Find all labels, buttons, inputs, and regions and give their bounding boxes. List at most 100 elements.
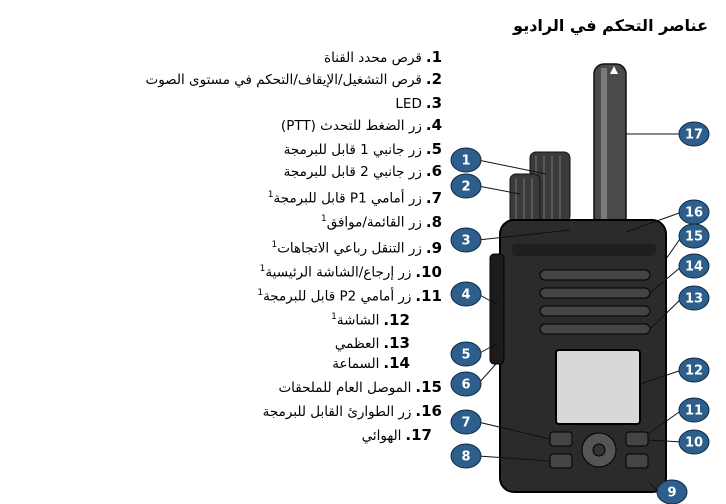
callout-number: 13 — [685, 292, 703, 307]
callout-marker: 17 — [678, 121, 710, 147]
callout-number: 7 — [461, 416, 470, 431]
control-number: 1. — [425, 48, 442, 66]
control-label: زر أمامي P2 قابل للبرمجة — [263, 288, 412, 305]
control-label: الشاشة — [336, 312, 380, 329]
callout-line — [625, 211, 683, 233]
callout-line — [477, 363, 497, 385]
footnote-marker: 1 — [320, 214, 327, 224]
control-item: 2.قرص التشغيل/الإيقاف/التحكم في مستوى ال… — [145, 70, 442, 89]
control-label: زر الضغط للتحدث (PTT) — [280, 118, 422, 134]
page-title: عناصر التحكم في الراديو — [513, 16, 708, 35]
control-number: 15. — [415, 378, 442, 396]
callout-number: 4 — [461, 288, 470, 303]
callout-number: 12 — [685, 364, 703, 379]
callout-line — [647, 439, 683, 443]
footnote-marker: 1 — [271, 240, 278, 250]
control-label: السماعة — [332, 356, 380, 372]
callout-number: 2 — [461, 180, 470, 195]
callout-line — [477, 229, 571, 241]
callout-line — [477, 185, 521, 195]
callout-number: 10 — [685, 436, 703, 451]
control-item: 7.زر أمامي P1 قابل للبرمجة1 — [268, 186, 442, 208]
control-number: 3. — [425, 94, 442, 112]
control-number: 2. — [425, 70, 442, 88]
control-number: 14. — [383, 354, 410, 372]
callout-line — [639, 369, 683, 385]
callout-number: 1 — [461, 154, 470, 169]
callout-marker: 15 — [678, 223, 710, 249]
footnote-marker: 1 — [331, 312, 337, 322]
control-label: الموصل العام للملحقات — [278, 380, 412, 396]
callout-marker: 7 — [450, 409, 482, 435]
control-item: 13.العظمي — [335, 334, 410, 353]
control-item: 17.الهوائي — [362, 426, 432, 445]
callout-marker: 4 — [450, 281, 482, 307]
control-number: 4. — [425, 116, 442, 134]
control-label: زر جانبي 1 قابل للبرمجة — [283, 142, 422, 158]
callout-marker: 11 — [678, 397, 710, 423]
callout-marker: 3 — [450, 227, 482, 253]
footnote-marker: 1 — [267, 190, 274, 200]
control-item: 10.زر إرجاع/الشاشة الرئيسية1 — [260, 260, 442, 282]
control-label: زر أمامي P1 قابل للبرمجة — [273, 190, 422, 207]
callout-marker: 6 — [450, 371, 482, 397]
callout-marker: 5 — [450, 341, 482, 367]
control-label: LED — [395, 96, 422, 112]
control-item: 5.زر جانبي 1 قابل للبرمجة — [284, 140, 442, 159]
control-label: زر إرجاع/الشاشة الرئيسية — [265, 264, 412, 281]
callout-number: 8 — [461, 450, 470, 465]
callout-marker: 13 — [678, 285, 710, 311]
callout-marker: 10 — [678, 429, 710, 455]
control-number: 10. — [415, 262, 442, 281]
control-label: زر التنقل رباعي الاتجاهات — [277, 240, 422, 257]
control-item: 14.السماعة — [332, 354, 410, 373]
callout-number: 3 — [461, 234, 470, 249]
control-number: 11. — [415, 286, 442, 305]
callout-number: 6 — [461, 378, 470, 393]
control-label: زر جانبي 2 قابل للبرمجة — [283, 164, 422, 180]
control-number: 12. — [383, 310, 410, 329]
control-label: قرص محدد القناة — [324, 50, 422, 66]
control-item: 11.زر أمامي P2 قابل للبرمجة1 — [257, 284, 442, 306]
callout-leader-lines — [477, 133, 683, 493]
callout-number: 5 — [461, 348, 470, 363]
callout-number: 14 — [685, 260, 703, 275]
control-item: 16.زر الطوارئ القابل للبرمجة — [263, 402, 442, 421]
control-item: 4.زر الضغط للتحدث (PTT) — [281, 116, 442, 135]
callout-line — [649, 297, 683, 330]
control-number: 16. — [415, 402, 442, 420]
control-number: 17. — [405, 426, 432, 444]
control-number: 13. — [383, 334, 410, 352]
radio-body-graphic — [489, 219, 667, 493]
callout-line — [477, 455, 551, 462]
control-number: 5. — [425, 140, 442, 158]
control-label: الهوائي — [361, 428, 402, 444]
control-label: زر القائمة/موافق — [326, 214, 422, 231]
control-number: 7. — [425, 188, 442, 207]
control-label: العظمي — [334, 336, 380, 352]
callout-number: 9 — [667, 486, 676, 501]
callout-line — [649, 265, 683, 294]
control-item: 9.زر التنقل رباعي الاتجاهات1 — [271, 236, 442, 258]
control-item: 6.زر جانبي 2 قابل للبرمجة — [284, 162, 442, 181]
callout-marker: 12 — [678, 357, 710, 383]
control-number: 9. — [425, 238, 442, 257]
callout-marker: 8 — [450, 443, 482, 469]
callout-number: 11 — [685, 404, 703, 419]
control-label: قرص التشغيل/الإيقاف/التحكم في مستوى الصو… — [145, 72, 422, 88]
control-item: 15.الموصل العام للملحقات — [278, 378, 442, 397]
callout-number: 15 — [685, 230, 703, 245]
control-item: 8.زر القائمة/موافق1 — [321, 210, 442, 232]
callout-line — [477, 421, 551, 440]
callout-line — [647, 409, 683, 435]
control-label: زر الطوارئ القابل للبرمجة — [262, 404, 412, 420]
callout-marker: 1 — [450, 147, 482, 173]
footnote-marker: 1 — [259, 264, 266, 274]
callout-marker: 16 — [678, 199, 710, 225]
callout-marker: 2 — [450, 173, 482, 199]
callout-number: 16 — [685, 206, 703, 221]
